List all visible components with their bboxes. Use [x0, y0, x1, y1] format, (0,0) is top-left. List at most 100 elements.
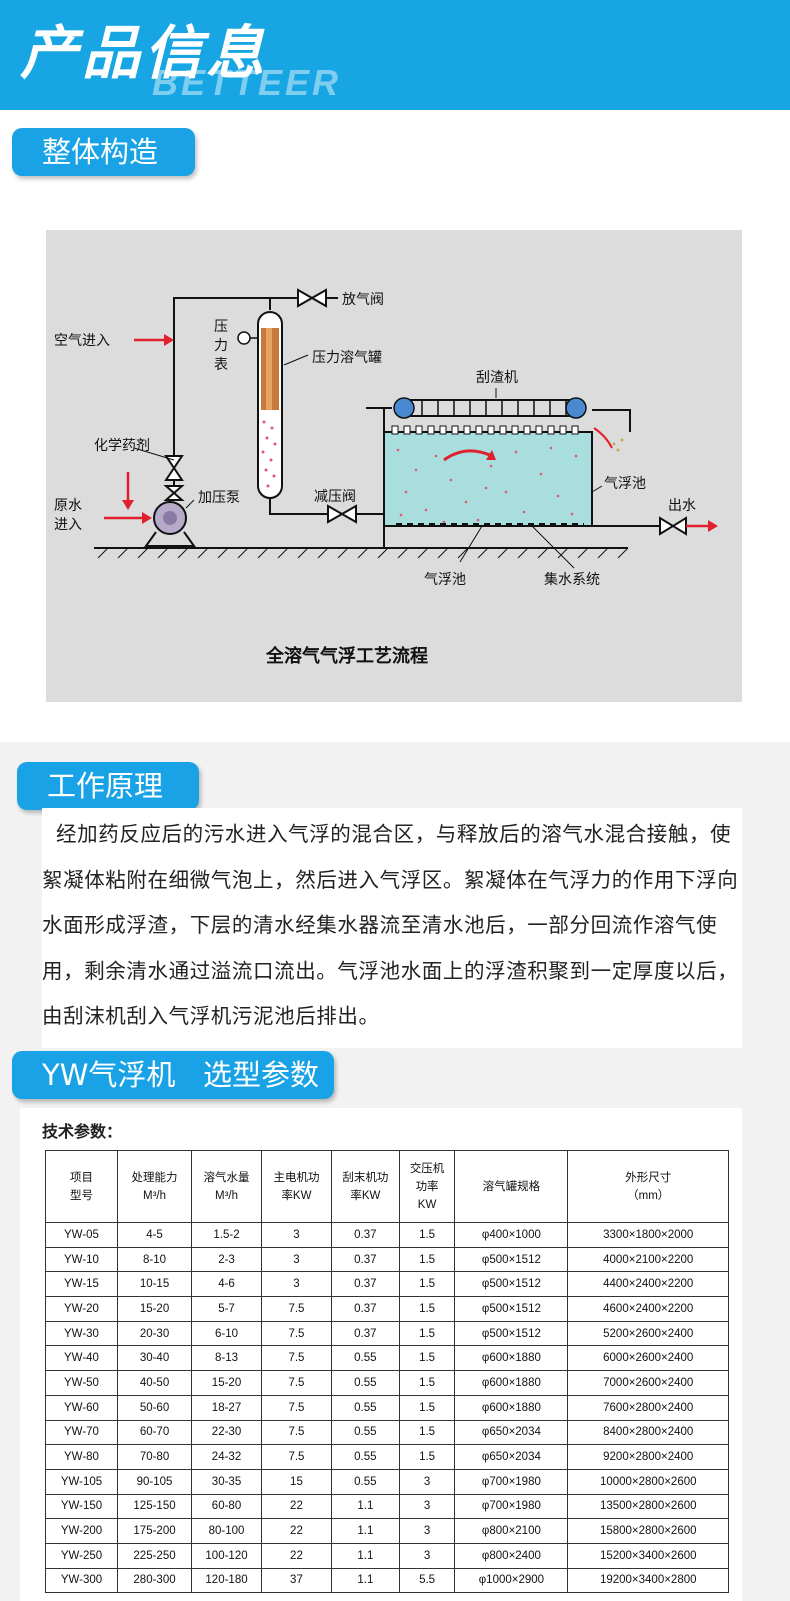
table-cell: 80-100 — [191, 1518, 262, 1544]
table-header-line: 率KW — [350, 1189, 381, 1202]
table-cell: φ500×1512 — [454, 1296, 569, 1322]
table-header-line: KW — [417, 1198, 437, 1211]
table-cell: φ1000×2900 — [454, 1567, 569, 1594]
table-cell: 1.5 — [398, 1271, 456, 1298]
table-cell: 3 — [260, 1271, 332, 1298]
table-header-line: M³/h — [215, 1189, 239, 1202]
section-heading-structure: 整体构造 — [12, 128, 195, 176]
table-cell: 40-50 — [116, 1370, 193, 1396]
table-header-line: 型号 — [70, 1189, 93, 1202]
table-cell: 8-13 — [191, 1345, 262, 1372]
table-cell: 8400×2800×2400 — [567, 1419, 729, 1446]
table-header-line: 功率 — [415, 1180, 439, 1193]
table-cell: 0.37 — [330, 1296, 400, 1322]
label-pool-bottom: 气浮池 — [424, 572, 466, 588]
table-header-line: 溶气罐规格 — [482, 1180, 541, 1193]
table-cell: YW-60 — [45, 1394, 118, 1421]
table-cell: 4400×2400×2200 — [567, 1271, 729, 1298]
table-cell: 30-40 — [116, 1345, 193, 1372]
section-heading-selection: YW气浮机 选型参数 — [12, 1051, 334, 1099]
vent-valve-icon — [297, 288, 327, 308]
label-outlet: 出水 — [668, 498, 696, 514]
table-cell: 7.5 — [260, 1444, 332, 1470]
table-cell: 3 — [398, 1493, 456, 1520]
table-cell: 24-32 — [191, 1444, 262, 1470]
scum-arrow — [593, 427, 613, 449]
table-cell: 90-105 — [116, 1468, 193, 1495]
table-header-cell: 外形尺寸（mm） — [567, 1150, 729, 1223]
table-cell: 7600×2800×2400 — [567, 1394, 729, 1421]
table-cell: 4600×2400×2200 — [567, 1296, 729, 1322]
flotation-tank — [383, 431, 593, 527]
label-gauge-1: 压 — [214, 319, 228, 335]
table-cell: 3 — [398, 1542, 456, 1569]
table-cell: 175-200 — [116, 1518, 193, 1544]
table-cell: 22 — [260, 1493, 332, 1520]
process-diagram: 放气阀 空气进入 压 力 表 压力溶气罐 — [46, 230, 742, 702]
table-header-cell: 项目型号 — [45, 1150, 118, 1223]
table-cell: 1.5 — [398, 1345, 456, 1372]
table-cell: 7.5 — [260, 1370, 332, 1396]
table-cell: 3 — [398, 1468, 456, 1495]
label-vent-valve: 放气阀 — [342, 292, 384, 308]
table-cell: 15 — [260, 1468, 332, 1495]
table-cell: 19200×3400×2800 — [567, 1567, 729, 1594]
table-cell: φ800×2400 — [454, 1542, 569, 1569]
table-cell: 1.5 — [398, 1222, 456, 1248]
table-cell: φ700×1980 — [454, 1493, 569, 1520]
table-cell: 100-120 — [191, 1542, 262, 1569]
table-cell: 1.1 — [330, 1542, 400, 1569]
table-cell: 7.5 — [260, 1296, 332, 1322]
outlet-valve-icon — [659, 516, 687, 536]
table-cell: 20-30 — [116, 1320, 193, 1347]
header-banner: 产品信息 BETTEER — [0, 0, 790, 110]
label-chemical: 化学药剂 — [94, 438, 150, 454]
page-title: 产品信息 — [20, 19, 269, 87]
table-header-cell: 主电机功率KW — [260, 1150, 332, 1223]
table-cell: YW-80 — [45, 1444, 118, 1470]
table-header-line: M³/h — [143, 1189, 167, 1202]
table-cell: 4-5 — [116, 1222, 193, 1248]
principle-paragraph: 经加药反应后的污水进入气浮的混合区，与释放后的溶气水混合接触，使絮凝体粘附在细微… — [42, 808, 742, 1048]
table-cell: 0.55 — [330, 1345, 400, 1372]
table-cell: φ600×1880 — [454, 1394, 569, 1421]
table-cell: φ800×2100 — [454, 1518, 569, 1544]
table-cell: YW-30 — [45, 1320, 118, 1347]
table-cell: 1.5 — [398, 1320, 456, 1347]
table-cell: 225-250 — [116, 1542, 193, 1569]
table-cell: 50-60 — [116, 1394, 193, 1421]
table-cell: φ600×1880 — [454, 1370, 569, 1396]
tank-outlet-pipe — [269, 498, 328, 515]
table-cell: 0.37 — [330, 1271, 400, 1298]
label-tank: 压力溶气罐 — [312, 350, 382, 366]
scum-layer — [391, 425, 579, 435]
table-cell: 7.5 — [260, 1345, 332, 1372]
table-cell: 0.55 — [330, 1370, 400, 1396]
table-header-line: 项目 — [70, 1171, 93, 1184]
table-cell: YW-105 — [45, 1468, 118, 1495]
table-cell: 15-20 — [116, 1296, 193, 1322]
table-header-line: 刮末机功 — [342, 1171, 389, 1184]
table-cell: YW-70 — [45, 1419, 118, 1446]
table-cell: 0.55 — [330, 1419, 400, 1446]
table-cell: 120-180 — [191, 1567, 262, 1594]
table-header-cell: 溶气罐规格 — [454, 1150, 569, 1223]
table-cell: YW-50 — [45, 1370, 118, 1396]
table-cell: 7.5 — [260, 1320, 332, 1347]
table-cell: 13500×2800×2600 — [567, 1493, 729, 1520]
table-cell: φ500×1512 — [454, 1271, 569, 1298]
table-header-line: 主电机功 — [273, 1171, 320, 1184]
process-diagram-svg: 放气阀 空气进入 压 力 表 压力溶气罐 — [54, 288, 718, 667]
